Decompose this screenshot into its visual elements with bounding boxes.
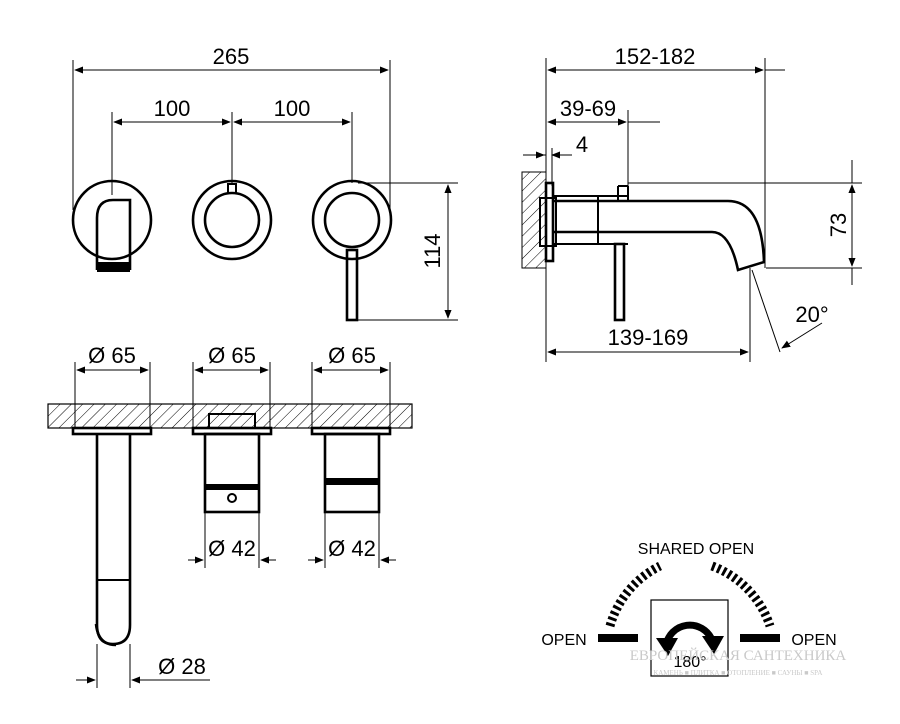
wall-band xyxy=(47,403,413,429)
open-bar-left xyxy=(598,634,638,642)
dim-plate: 4 xyxy=(576,132,588,157)
dim-height: 114 xyxy=(420,233,445,268)
diverter-body xyxy=(203,432,261,514)
mixer-rosette xyxy=(311,179,393,261)
diverter-knob xyxy=(203,191,261,249)
dia-rosette-2: Ø 65 xyxy=(208,343,256,368)
dim-projection: 152-182 xyxy=(615,44,696,69)
open-bar-right xyxy=(740,634,780,642)
dim-spout-reach: 139-169 xyxy=(608,325,689,350)
side-spout xyxy=(553,199,766,272)
spout-rosette xyxy=(71,179,153,261)
watermark-line-1: ЕВРОПЕЙСКАЯ САНТЕХНИКА xyxy=(630,647,847,664)
arc-right xyxy=(710,561,775,628)
label-open-right: OPEN xyxy=(791,632,836,649)
dim-angle: 20° xyxy=(795,302,828,327)
dim-body-depth: 39-69 xyxy=(560,96,616,121)
spout-section xyxy=(95,434,132,646)
dim-spacing-left: 100 xyxy=(154,96,191,121)
mounting-plate xyxy=(544,181,555,263)
side-lever xyxy=(613,242,626,322)
wall-section xyxy=(521,171,547,269)
arc-left xyxy=(605,561,663,628)
dia-body-1: Ø 42 xyxy=(208,536,256,561)
mixer-cap xyxy=(323,191,381,249)
mixer-lever xyxy=(345,248,359,322)
spout-front xyxy=(95,198,132,270)
side-view: 152-182 39-69 4 73 xyxy=(521,44,862,362)
spout-outlet xyxy=(97,262,130,272)
label-rotation: 180° xyxy=(673,654,706,671)
section-view: Ø 65 Ø 65 Ø 65 Ø 42 Ø 42 xyxy=(47,343,413,688)
dia-body-2: Ø 42 xyxy=(328,536,376,561)
label-shared-open: SHARED OPEN xyxy=(638,541,754,558)
diverter-indicator xyxy=(227,183,237,194)
diverter-rosette xyxy=(191,179,273,261)
dim-spout-height: 73 xyxy=(826,213,851,237)
dia-rosette-1: Ø 65 xyxy=(88,343,136,368)
dia-spout: Ø 28 xyxy=(158,654,206,679)
front-view: 265 100 100 114 xyxy=(71,44,458,322)
operation-diagram: SHARED OPEN OPEN OPEN 180° xyxy=(541,541,837,677)
label-open-left: OPEN xyxy=(541,632,586,649)
dim-spacing-right: 100 xyxy=(274,96,311,121)
dia-rosette-3: Ø 65 xyxy=(328,343,376,368)
dim-overall-width: 265 xyxy=(213,44,250,69)
mixer-body xyxy=(323,432,381,514)
watermark-line-2: КАМЕНЬ ■ ПЛИТКА ■ ОТОПЛЕНИЕ ■ САУНЫ ■ SP… xyxy=(654,669,823,677)
watermark: ЕВРОПЕЙСКАЯ САНТЕХНИКА КАМЕНЬ ■ ПЛИТКА ■… xyxy=(630,647,847,677)
